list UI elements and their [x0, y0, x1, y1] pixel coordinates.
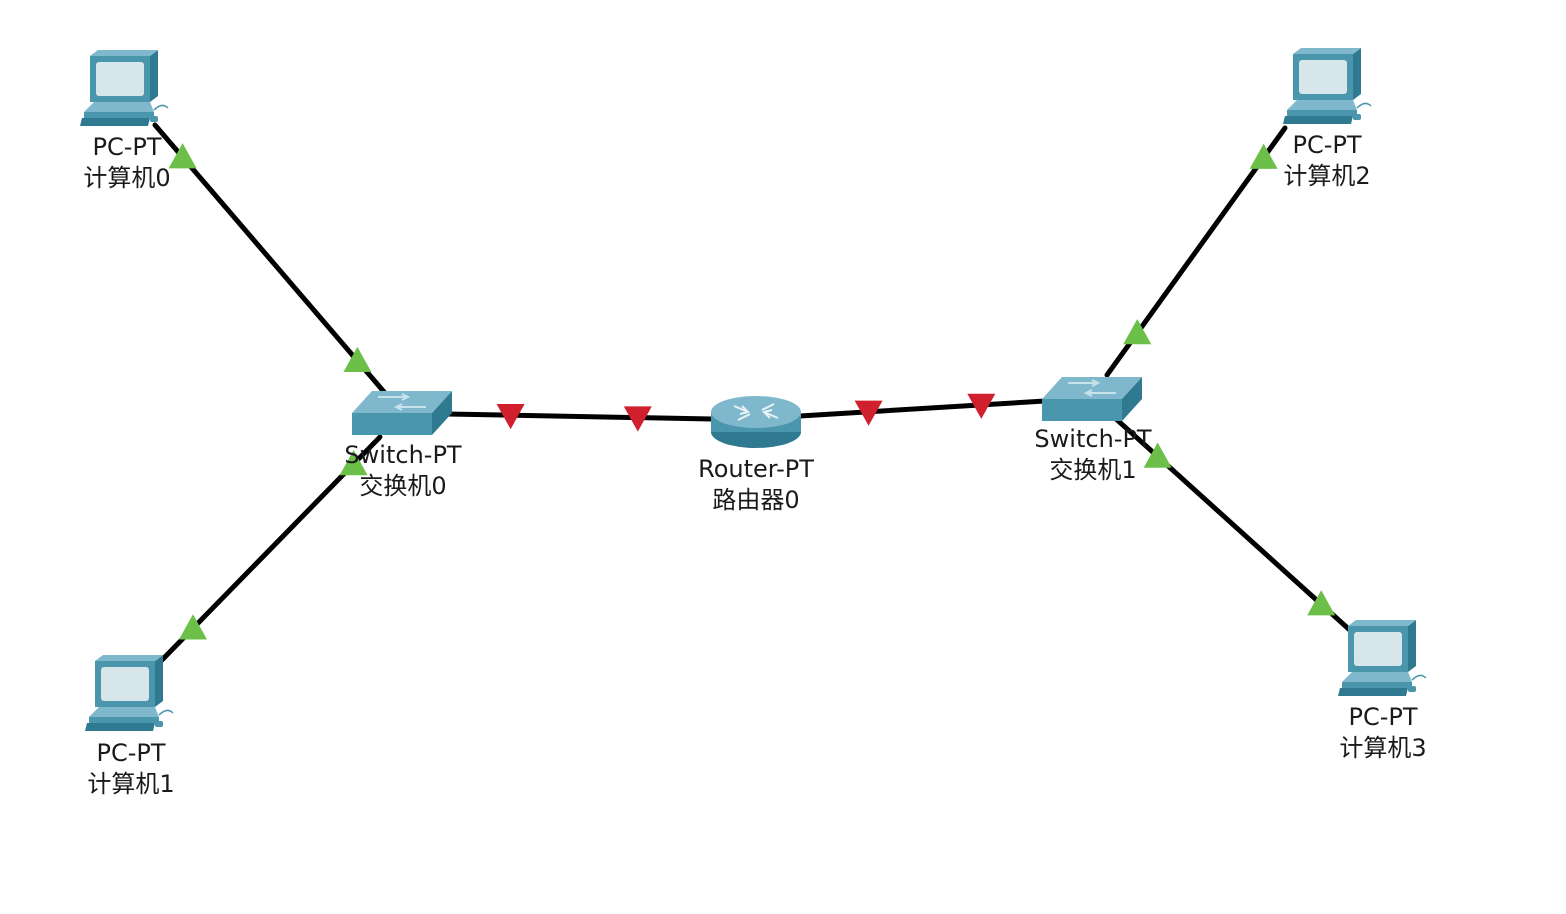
- pc3-label: PC-PT 计算机3: [1339, 702, 1426, 764]
- device-name-label: 计算机3: [1339, 734, 1427, 762]
- link-status-up-icon: [1307, 590, 1336, 616]
- device-model-label: Router-PT: [698, 455, 814, 483]
- pc-icon[interactable]: [85, 655, 174, 731]
- link-status-up-icon: [1143, 442, 1172, 468]
- link-status-down-icon: [496, 404, 525, 430]
- link-status-down-icon: [854, 400, 883, 426]
- sw0-label: Switch-PT 交换机0: [344, 440, 461, 502]
- link-status-up-icon: [1249, 143, 1278, 169]
- device-name-label: 交换机0: [359, 472, 447, 500]
- pc-icon[interactable]: [80, 50, 169, 126]
- device-name-label: 计算机2: [1283, 162, 1371, 190]
- switch-icon[interactable]: [352, 391, 452, 435]
- link-status-up-icon: [343, 346, 372, 373]
- device-model-label: PC-PT: [1292, 131, 1362, 159]
- r0-label: Router-PT 路由器0: [698, 454, 814, 516]
- link-status-up-icon: [179, 614, 207, 640]
- link-r0-sw1[interactable]: [797, 398, 1048, 419]
- link-sw0-r0[interactable]: [444, 411, 715, 422]
- pc0-label: PC-PT 计算机0: [83, 132, 170, 194]
- device-model-label: PC-PT: [96, 739, 166, 767]
- link-status-markers: [168, 143, 1336, 640]
- devices-layer: [80, 48, 1427, 731]
- pc-icon[interactable]: [1338, 620, 1427, 696]
- switch-icon[interactable]: [1042, 377, 1142, 421]
- device-model-label: Switch-PT: [344, 441, 462, 469]
- device-model-label: PC-PT: [1348, 703, 1418, 731]
- device-name-label: 计算机1: [87, 770, 175, 798]
- links-layer: [152, 122, 1355, 665]
- sw1-label: Switch-PT 交换机1: [1034, 424, 1151, 486]
- link-pc0-sw0[interactable]: [152, 122, 388, 396]
- device-model-label: Switch-PT: [1034, 425, 1152, 453]
- device-name-label: 计算机0: [83, 164, 171, 192]
- pc-icon[interactable]: [1283, 48, 1372, 124]
- device-model-label: PC-PT: [92, 133, 162, 161]
- device-name-label: 路由器0: [712, 486, 800, 514]
- link-status-down-icon: [967, 393, 996, 419]
- link-status-up-icon: [339, 450, 368, 476]
- link-status-down-icon: [623, 406, 652, 432]
- link-status-up-icon: [168, 143, 197, 169]
- link-status-up-icon: [1123, 319, 1152, 345]
- router-icon[interactable]: [711, 396, 801, 448]
- pc1-label: PC-PT 计算机1: [87, 738, 174, 800]
- pc2-label: PC-PT 计算机2: [1283, 130, 1370, 192]
- device-name-label: 交换机1: [1049, 456, 1137, 484]
